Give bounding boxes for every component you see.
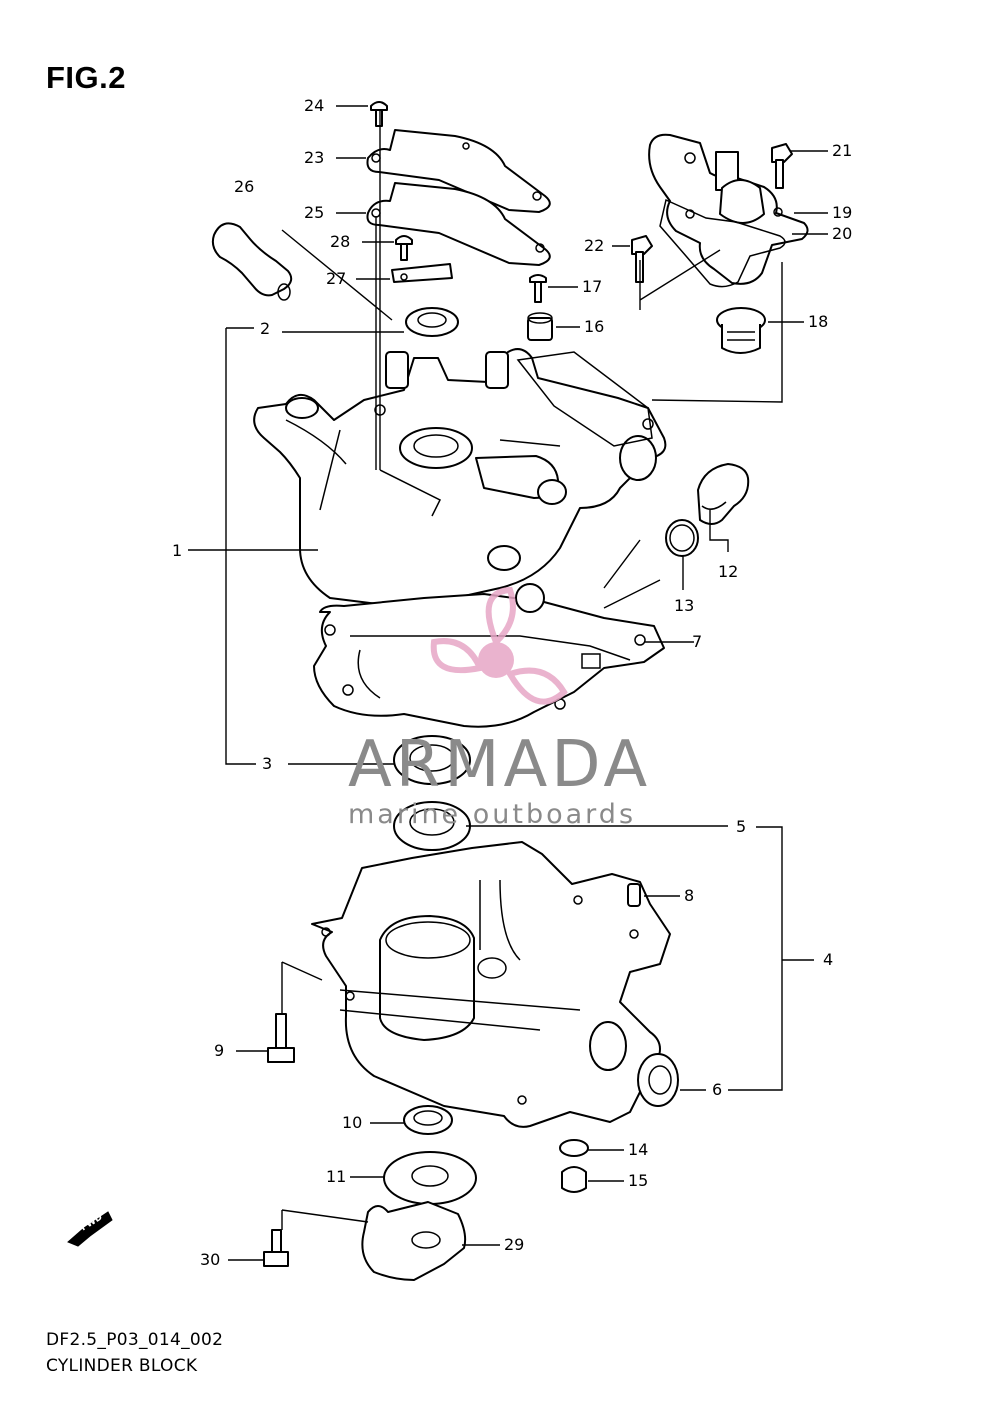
callout-17: 17 [582,277,603,296]
armada-logo-icon [430,586,568,705]
screw-17-icon [529,274,547,303]
oil-seal-10-icon [403,1105,453,1135]
callout-28: 28 [330,232,351,251]
callout-1: 1 [172,541,183,560]
callout-5: 5 [736,817,747,836]
callout-2: 2 [260,319,271,338]
diagram-caption: CYLINDER BLOCK [46,1356,198,1376]
oil-seal-2-icon [405,307,459,337]
oring-13-icon [665,519,699,557]
callout-29: 29 [504,1235,525,1254]
callout-18: 18 [808,312,829,331]
figure-title: FIG.2 [46,60,127,95]
fwd-arrow-icon [67,1211,113,1247]
callout-20: 20 [832,224,853,243]
bolt-9-icon [267,1013,295,1063]
dowel-8-icon [627,883,641,907]
callout-13: 13 [674,596,695,615]
callout-21: 21 [832,141,853,160]
callout-9: 9 [214,1041,225,1060]
callout-8: 8 [684,886,695,905]
seal-case-11-icon [383,1151,477,1205]
cover-plate-23-icon [366,129,551,213]
callout-26: 26 [234,177,255,196]
plate-29-icon [361,1201,467,1281]
screw-28-icon [395,235,413,261]
leader-lines [188,105,828,1261]
thermostat-18-icon [716,307,766,354]
bearing-3-icon [393,735,471,785]
crankcase-4-icon [311,841,671,1128]
oil-seal-6-icon [637,1053,679,1107]
callout-6: 6 [712,1080,723,1099]
callout-11: 11 [326,1167,347,1186]
callout-14: 14 [628,1140,649,1159]
plug-12-icon [697,463,750,525]
callout-30: 30 [200,1250,221,1269]
callout-23: 23 [304,148,325,167]
watermark-brand: ARMADA [348,728,652,802]
callout-25: 25 [304,203,325,222]
callout-16: 16 [584,317,605,336]
callout-12: 12 [718,562,739,581]
gasket-20-icon [659,198,786,288]
callout-4: 4 [823,950,834,969]
callout-10: 10 [342,1113,363,1132]
thermostat-cover-19-icon [648,133,809,285]
hose-26-icon [211,222,293,301]
callout-27: 27 [326,269,347,288]
diagram-code: DF2.5_P03_014_002 [46,1330,224,1350]
bolt-30-icon [263,1229,289,1267]
callout-7: 7 [692,632,703,651]
cylinder-1-icon [253,348,667,609]
bolt-22-icon [631,235,653,283]
clip-27-icon [391,263,453,283]
plug-15-icon [561,1166,587,1193]
bolt-21-icon [771,143,793,189]
bearing-5-icon [393,801,471,851]
screw-24-icon [370,101,388,127]
callout-19: 19 [832,203,853,222]
washer-14-icon [559,1139,589,1157]
callout-15: 15 [628,1171,649,1190]
callout-24: 24 [304,96,325,115]
callout-22: 22 [584,236,605,255]
watermark-tagline: marine outboards [348,799,637,830]
dowel-16-icon [527,312,553,341]
callout-3: 3 [262,754,273,773]
